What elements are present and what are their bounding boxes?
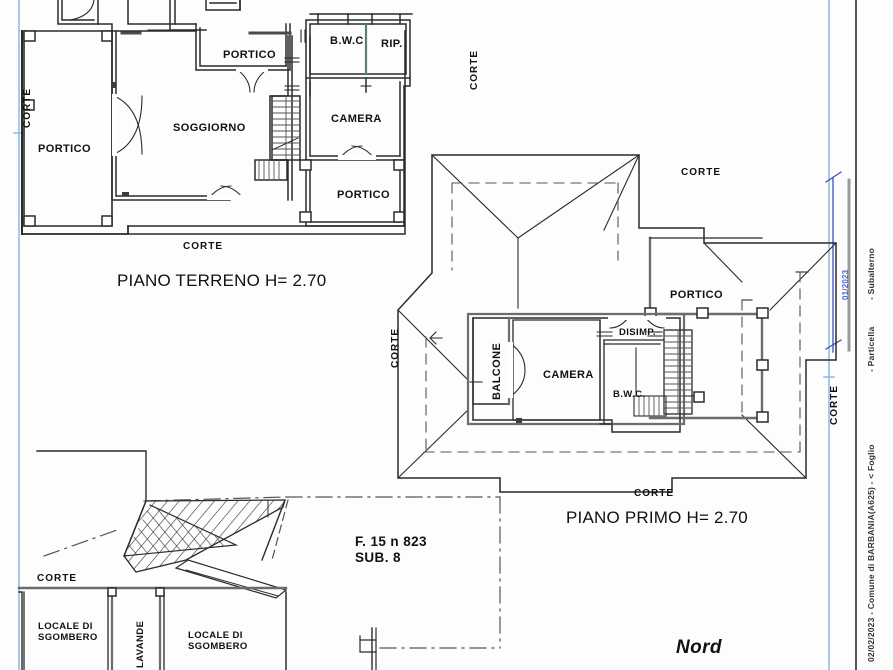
room-label-locale-sgombero-2: LOCALE DI SGOMBERO [188,630,248,652]
corte-label-first-top: CORTE [681,167,721,178]
margin-comune-text: 02/02/2023 - Comune di BARBANIA(A625) - … [866,444,876,662]
room-label-disimpegno: DISIMP. [619,327,656,338]
piano-primo-title: PIANO PRIMO H= 2.70 [566,508,748,527]
right-frame [847,0,857,670]
room-label-portico-top: PORTICO [223,49,276,61]
room-label-camera-ground: CAMERA [331,113,382,125]
corte-label-middle: CORTE [469,50,480,90]
corte-label-left: CORTE [22,88,33,128]
north-label: Nord [676,637,722,658]
room-label-locale-sgombero-1: LOCALE DI SGOMBERO [38,621,98,643]
room-label-ripostiglio: RIP. [381,38,403,50]
margin-subalterno-text: - Subalterno [866,248,876,300]
room-label-portico-first: PORTICO [670,289,723,301]
room-label-portico-left: PORTICO [38,143,91,155]
margin-particella-text: - Particella [866,326,876,372]
room-label-balcone: BALCONE [491,342,503,400]
piano-terreno-geometry [21,0,413,235]
lower-block-geometry [17,450,501,670]
blue-dark-lines [825,171,842,353]
room-label-bwc-ground: B.W.C [330,35,364,47]
corte-label-ground-bottom: CORTE [183,241,223,252]
room-label-camera-first: CAMERA [543,369,594,381]
room-label-bwc-first: B.W.C. [613,389,646,400]
corte-label-south: CORTE [37,573,77,584]
parcel-reference-line2: SUB. 8 [355,550,401,565]
margin-stamp-blue: 01/2023 [841,269,850,300]
piano-terreno-title: PIANO TERRENO H= 2.70 [117,271,327,290]
corte-label-first-left: CORTE [390,328,401,368]
corte-label-first-right: CORTE [829,385,840,425]
room-label-soggiorno: SOGGIORNO [173,122,246,134]
walls-group [13,0,857,670]
corte-label-first-bottom: CORTE [634,488,674,499]
parcel-reference-line1: F. 15 n 823 [355,534,427,549]
room-label-lavanderia: LAVANDE [135,620,146,668]
room-label-portico-right: PORTICO [337,189,390,201]
piano-primo-geometry [397,154,837,493]
